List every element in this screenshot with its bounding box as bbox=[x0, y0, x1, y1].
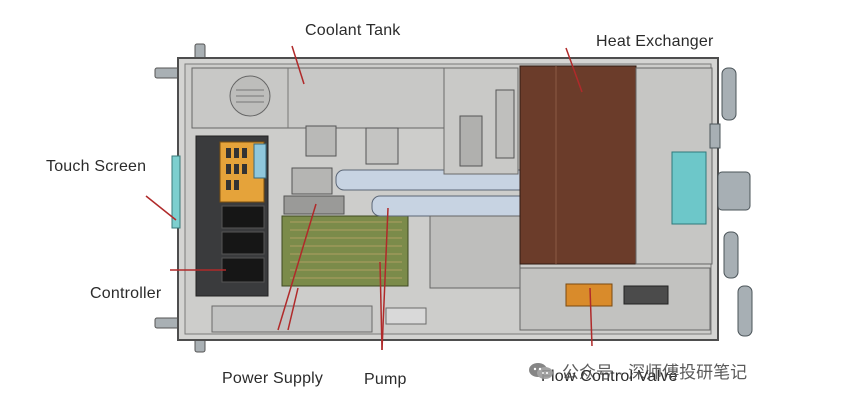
label-coolant-tank: Coolant Tank bbox=[305, 22, 401, 39]
label-heat-exchanger: Heat Exchanger bbox=[596, 33, 714, 50]
label-controller: Controller bbox=[90, 285, 162, 302]
power-supply-unit bbox=[211, 305, 373, 333]
watermark: 公众号 · 深师傅投研笔记 bbox=[528, 358, 747, 383]
right-side-fittings bbox=[709, 67, 753, 337]
controller-panel bbox=[195, 135, 269, 297]
label-power-supply: Power Supply bbox=[222, 370, 324, 387]
wechat-icon bbox=[528, 361, 554, 381]
flow-control-valve bbox=[519, 267, 711, 331]
label-touch-screen: Touch Screen bbox=[46, 158, 147, 175]
watermark-text: 公众号 · 深师傅投研笔记 bbox=[562, 363, 748, 382]
leader-lines bbox=[145, 45, 593, 351]
touch-screen bbox=[171, 155, 181, 229]
label-flow-control-valve: Flow Control Valve bbox=[541, 368, 678, 385]
label-pump: Pump bbox=[364, 371, 407, 388]
coolant-tank bbox=[191, 67, 445, 129]
heat-exchanger bbox=[519, 65, 713, 265]
